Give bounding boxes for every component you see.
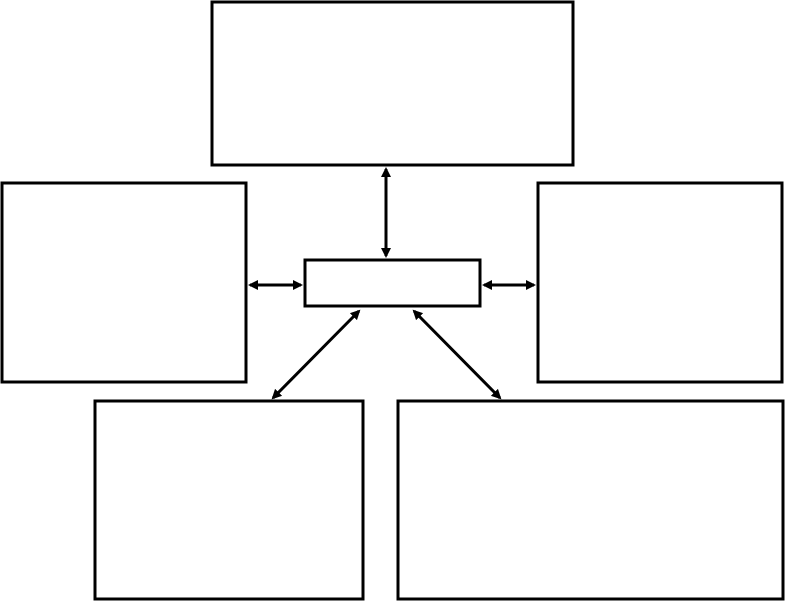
- bottom-left-box: [93, 399, 365, 601]
- connector-center-bottom-right: [412, 309, 502, 400]
- bottom-right-box-group: [396, 399, 785, 601]
- left-box: [0, 181, 248, 384]
- bottom-left-box-group: [93, 399, 365, 601]
- center-box: [303, 258, 482, 308]
- right-box: [536, 181, 784, 384]
- top-box-group: [210, 0, 575, 167]
- center-box-group: [303, 258, 482, 308]
- top-box: [210, 0, 575, 167]
- connector-center-bottom-left: [271, 309, 361, 400]
- right-box-group: [536, 181, 784, 384]
- bottom-right-box: [396, 399, 785, 601]
- left-box-group: [0, 181, 248, 384]
